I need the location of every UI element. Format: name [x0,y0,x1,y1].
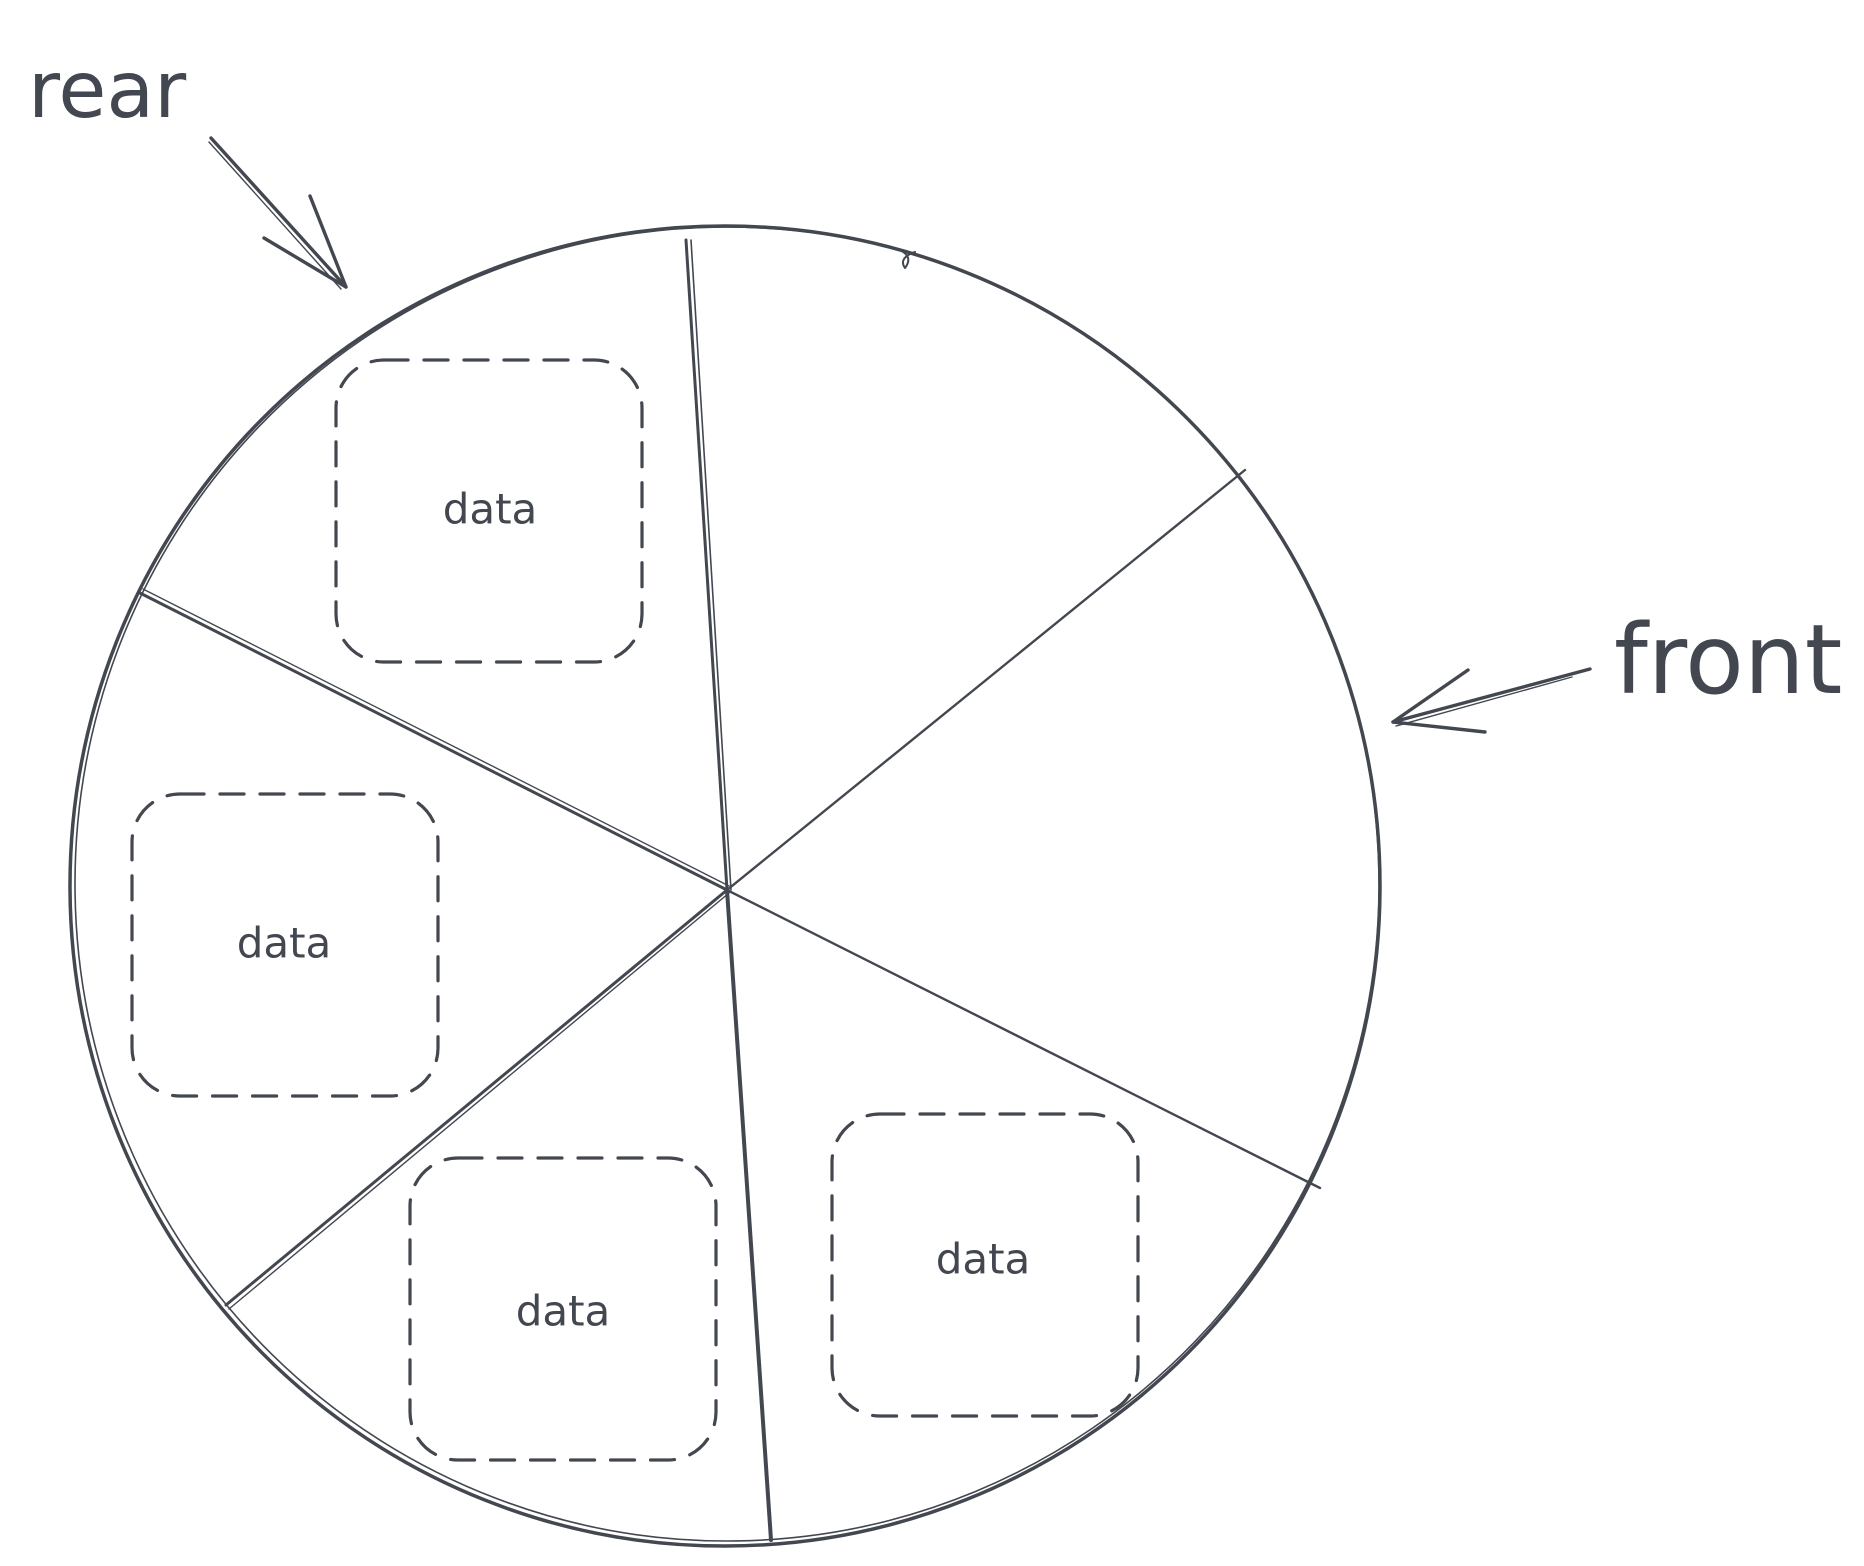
divider-upper-right [725,468,1247,892]
divider-top-b [690,239,732,891]
data-label: data [936,1235,1031,1284]
front-label: front [1614,604,1842,716]
front-arrow-shaft [1391,667,1592,724]
slot-dividers [138,238,1322,1542]
data-slot-1: data [334,358,644,664]
data-box [830,1112,1140,1418]
rear-pointer: rear [28,46,348,290]
divider-upper-left [138,591,729,892]
divider-bottom [725,888,773,1542]
rear-arrowhead-icon [262,194,348,289]
divider-top [684,238,729,892]
divider-lower-left [224,888,729,1307]
divider-lower-right [725,888,1322,1190]
data-box [334,358,644,664]
front-arrow-shaft-b [1395,676,1573,727]
rear-label: rear [28,46,187,136]
data-label: data [443,485,538,534]
data-label: data [237,919,332,968]
data-slot-5: data [408,1156,718,1462]
divider-upper-left-b [142,588,730,887]
data-box [130,792,440,1098]
rear-arrow-shaft [209,136,348,289]
rear-arrow-shaft-b [208,141,342,290]
front-pointer: front [1391,604,1842,734]
divider-lower-left-b [228,892,730,1310]
data-slot-6: data [830,1112,1140,1418]
data-label: data [516,1287,611,1336]
queue-ring [68,224,1382,1548]
front-arrowhead-icon [1391,668,1487,734]
data-box [408,1156,718,1462]
data-slot-4: data [130,792,440,1098]
